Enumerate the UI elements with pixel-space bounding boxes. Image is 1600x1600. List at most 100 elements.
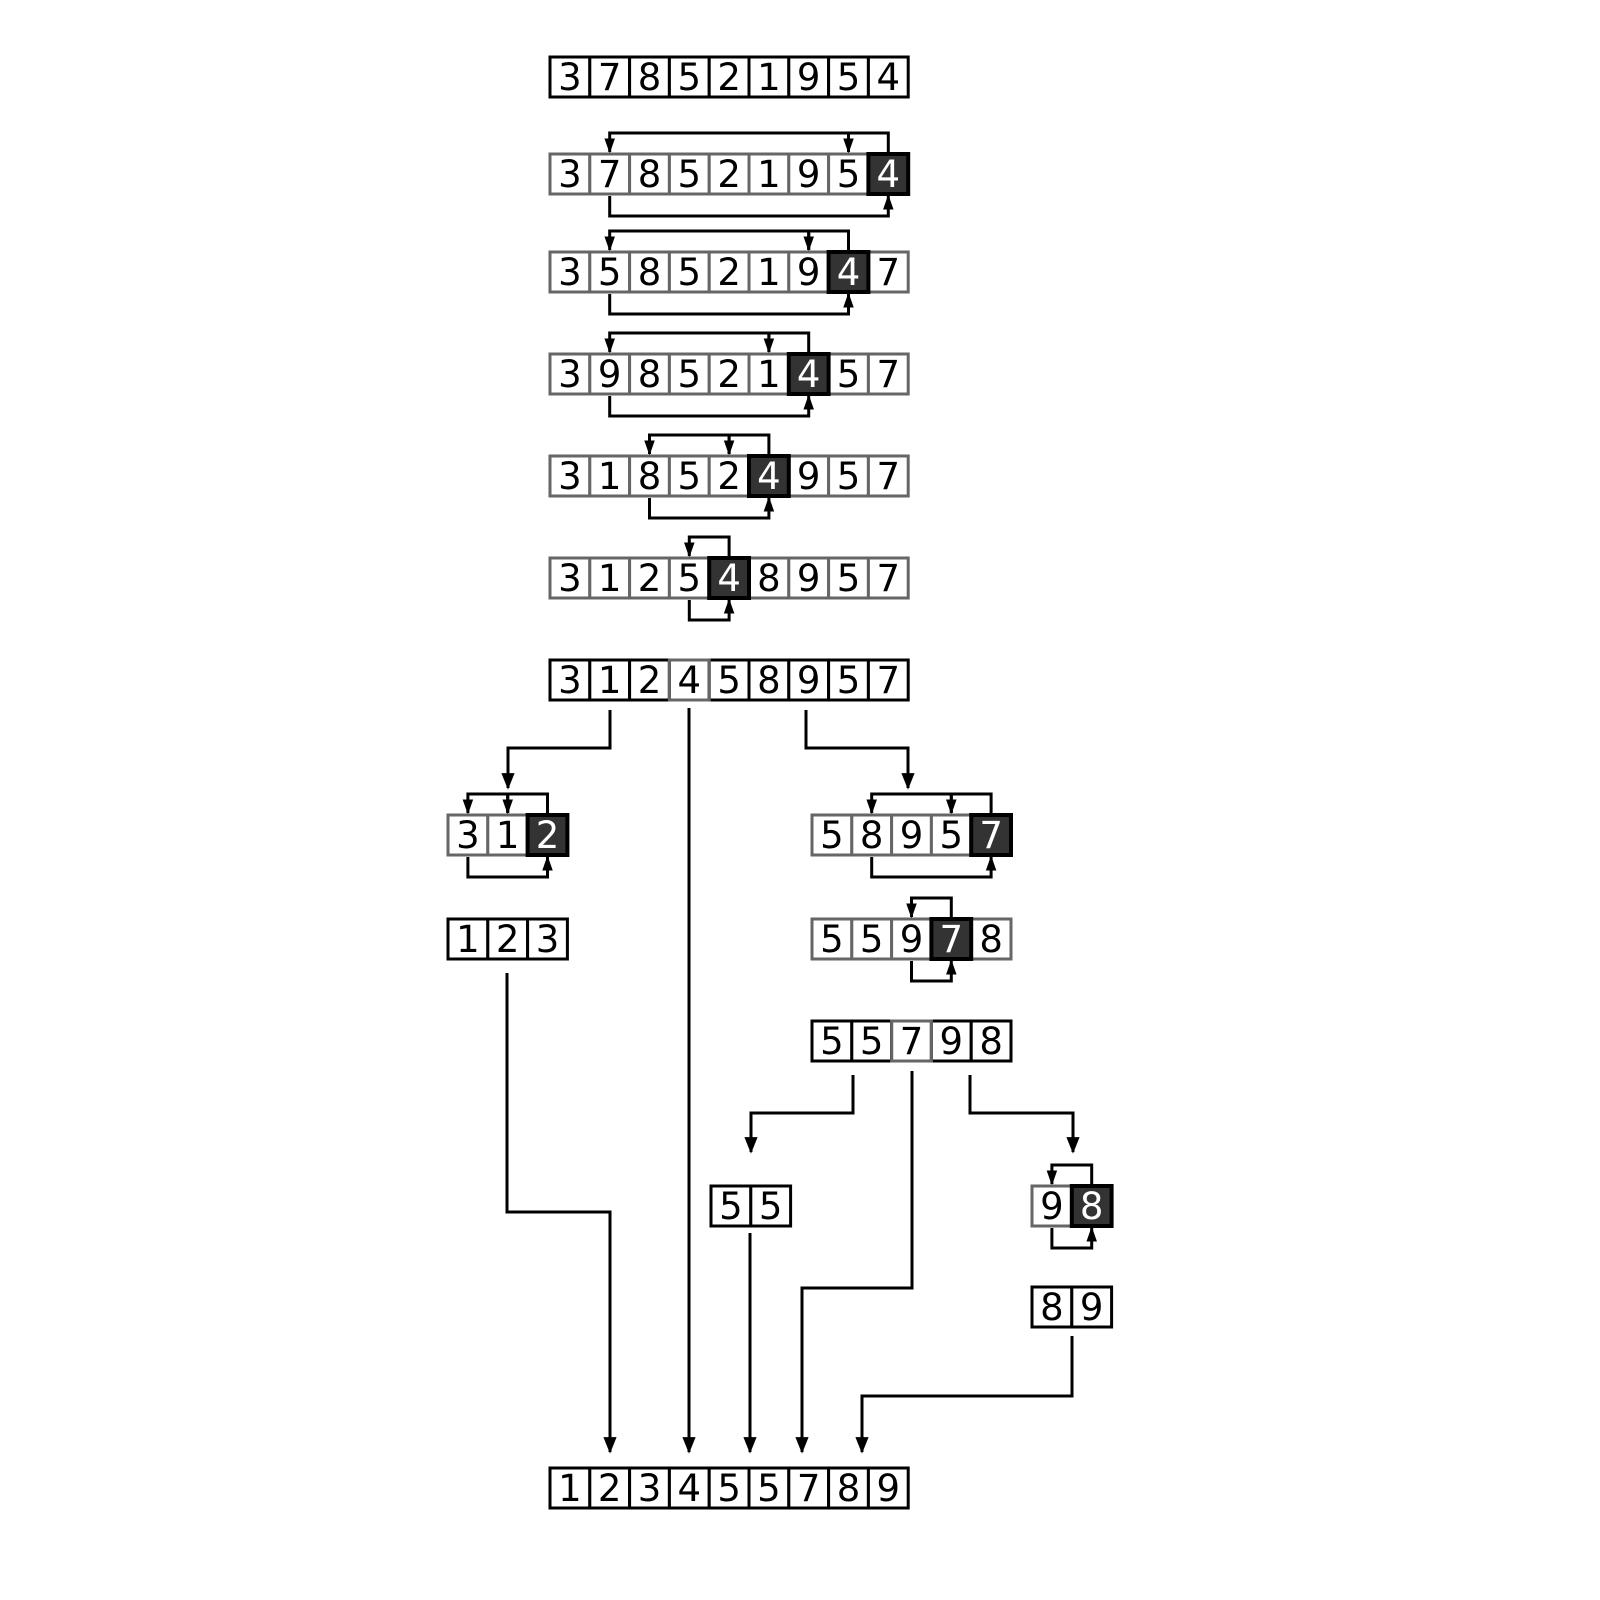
- array-cell: [866, 454, 910, 498]
- array-cell: [827, 55, 870, 99]
- cell-value: 1: [757, 56, 781, 99]
- cell-value: 2: [496, 918, 520, 961]
- swap-pointer-top: [866, 792, 953, 815]
- cell-value: 4: [837, 251, 861, 294]
- array-cell: [787, 152, 831, 196]
- cell-value: 7: [598, 153, 622, 196]
- cell-value: 5: [837, 353, 861, 396]
- array-cell: [707, 55, 751, 99]
- array-cell: [588, 152, 632, 196]
- array-cell: [866, 55, 910, 99]
- cell-value: 7: [877, 353, 901, 396]
- cell-value: 2: [717, 455, 741, 498]
- cell-value: 2: [536, 814, 560, 857]
- cell-value: 1: [757, 251, 781, 294]
- swap-pointer-bottom: [608, 394, 814, 418]
- cell-value: 2: [717, 353, 741, 396]
- swap-pointer-top: [462, 792, 510, 815]
- array-cell: [548, 352, 592, 396]
- cell-value: 2: [638, 659, 662, 702]
- array-cell: [787, 556, 831, 600]
- cell-value: 3: [558, 153, 582, 196]
- cell-value: 5: [860, 1020, 884, 1063]
- cell-value: 5: [837, 56, 861, 99]
- swap-pointer-top: [1046, 1163, 1094, 1186]
- cell-value: 5: [837, 455, 861, 498]
- cell-value: 1: [598, 659, 622, 702]
- array-cell: [446, 917, 490, 961]
- cell-value: 9: [797, 557, 821, 600]
- cell-value: 8: [757, 659, 781, 702]
- cell-value: 5: [719, 1185, 743, 1228]
- cell-value: 8: [837, 1467, 861, 1510]
- array-cell: [588, 55, 632, 99]
- array-cell: [929, 1019, 973, 1063]
- cell-value: 9: [877, 1467, 901, 1510]
- cell-value: 5: [678, 56, 702, 99]
- cell-value: 4: [877, 56, 901, 99]
- swap-pointer-top: [604, 131, 850, 154]
- array-cell: [827, 556, 870, 600]
- array-cell: [787, 250, 831, 294]
- cell-value: 5: [757, 1467, 781, 1510]
- swap-pointer-bottom: [687, 598, 735, 622]
- cell-value: 8: [860, 814, 884, 857]
- swap-pointer-top: [763, 331, 811, 354]
- array-cell: [667, 454, 711, 498]
- cell-value: 7: [877, 557, 901, 600]
- swap-pointer-top: [843, 131, 890, 154]
- swap-pointer-top: [644, 433, 731, 456]
- cell-value: 9: [1040, 1185, 1064, 1228]
- swap-pointer-bottom: [870, 855, 997, 879]
- array-cell: [969, 1019, 1013, 1063]
- array-cell: [1030, 1184, 1074, 1228]
- array-cell: [548, 658, 592, 702]
- array-cell: [827, 1466, 870, 1510]
- array-cell: [526, 917, 569, 961]
- cell-value: 3: [558, 353, 582, 396]
- array-cell: [628, 250, 671, 294]
- cell-value: 1: [598, 455, 622, 498]
- pivot-outline: [866, 152, 911, 196]
- cell-value: 5: [820, 918, 844, 961]
- cell-value: 5: [678, 455, 702, 498]
- cell-value: 5: [717, 1467, 741, 1510]
- swap-pointer-top: [502, 792, 549, 815]
- swap-pointer-bottom: [608, 292, 854, 316]
- placed-pivot-outline: [890, 1019, 933, 1063]
- cell-value: 9: [900, 918, 924, 961]
- cell-value: 9: [900, 814, 924, 857]
- flow-to-right-left: [744, 1075, 855, 1154]
- cell-value: 3: [558, 251, 582, 294]
- array-cell: [548, 1466, 592, 1510]
- cell-value: 8: [979, 918, 1003, 961]
- array-cell: [827, 152, 870, 196]
- cell-value: 9: [797, 153, 821, 196]
- array-cell: [667, 250, 711, 294]
- array-cell: [747, 250, 791, 294]
- array-cell: [747, 352, 791, 396]
- cell-value: 4: [678, 659, 702, 702]
- cell-value: 8: [638, 353, 662, 396]
- cell-value: 2: [717, 56, 741, 99]
- cell-value: 3: [558, 455, 582, 498]
- cell-value: 5: [598, 251, 622, 294]
- cell-value: 7: [598, 56, 622, 99]
- swap-pointer-top: [906, 896, 953, 919]
- swap-pointer-bottom: [1050, 1226, 1097, 1250]
- array-cell: [628, 152, 671, 196]
- array-cell: [866, 352, 910, 396]
- pivot-outline: [929, 917, 974, 961]
- cell-value: 7: [900, 1020, 924, 1063]
- cell-value: 9: [1080, 1286, 1104, 1329]
- cell-value: 5: [837, 557, 861, 600]
- cell-value: 1: [496, 814, 520, 857]
